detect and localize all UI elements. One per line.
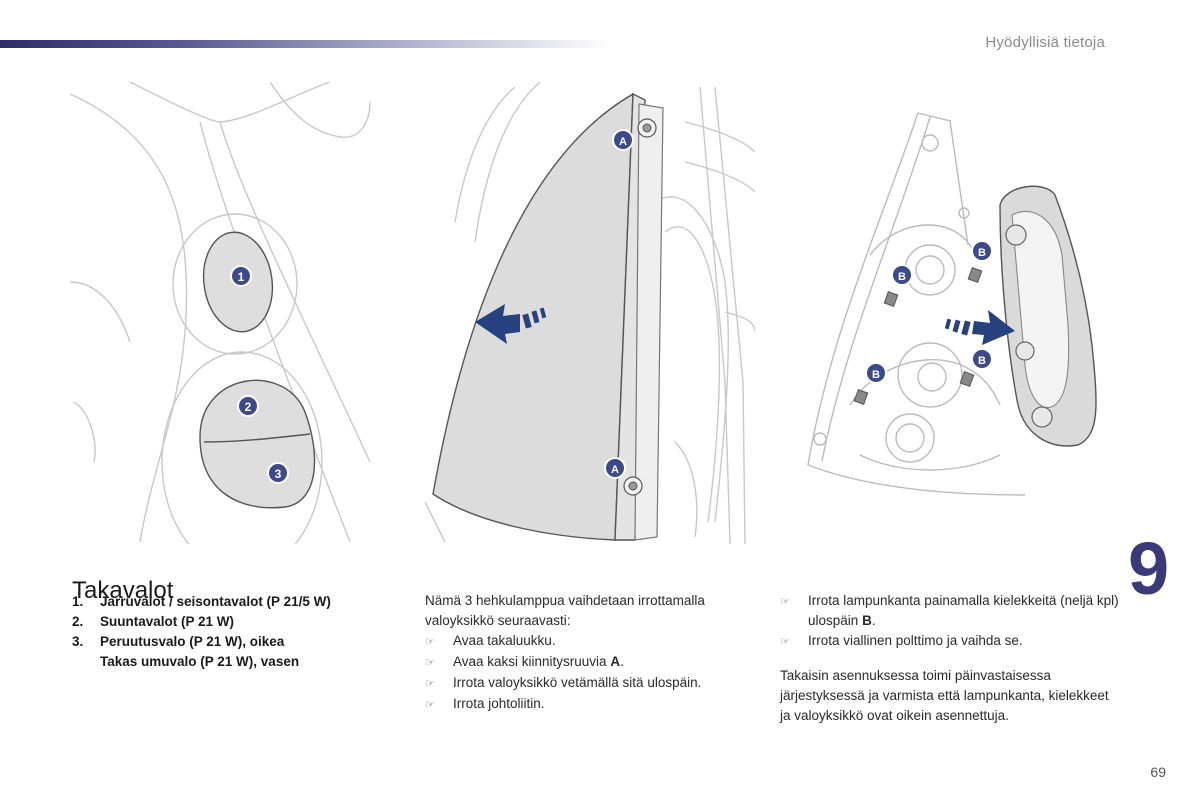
callout-3: 3	[267, 462, 289, 484]
step-text: Irrota johtoliitin.	[453, 696, 545, 711]
list-item-text: Takas umuvalo (P 21 W), vasen	[100, 654, 300, 669]
svg-text:A: A	[619, 136, 627, 148]
instructions-column-3: ☞ Irrota lampunkanta painamalla kielekke…	[780, 591, 1120, 726]
callout-B-4: B	[865, 362, 887, 384]
tail-light-illustration: 1 2 3	[70, 82, 371, 544]
callout-1: 1	[230, 265, 252, 287]
reassembly-note: Takaisin asennuksessa toimi päinvastaise…	[780, 668, 1109, 723]
hand-pointer-icon: ☞	[780, 636, 790, 648]
figure-tail-light-bulbs: 1 2 3	[70, 82, 375, 544]
light-unit-illustration: A A	[425, 82, 755, 544]
list-item-number: 2.	[72, 614, 84, 629]
section-header: Hyödyllisiä tietoja	[985, 34, 1105, 51]
step-item: ☞ Irrota johtoliitin.	[425, 694, 755, 715]
svg-text:B: B	[978, 355, 986, 367]
svg-text:A: A	[611, 464, 619, 476]
bulb-list: 1. Jarruvalot / seisontavalot (P 21/5 W)…	[72, 592, 402, 672]
step-item: ☞ Irrota valoyksikkö vetämällä sitä ulos…	[425, 673, 755, 694]
list-item-number: 3.	[72, 634, 84, 649]
callout-A-bottom: A	[604, 457, 626, 479]
step-text-after: .	[871, 613, 876, 628]
svg-text:B: B	[898, 271, 906, 283]
hand-pointer-icon: ☞	[425, 699, 435, 711]
callout-B-1: B	[891, 264, 913, 286]
page-title: Takavalot	[72, 576, 174, 604]
hand-pointer-icon: ☞	[425, 678, 435, 690]
hand-pointer-icon: ☞	[425, 657, 435, 669]
step-text: Irrota valoyksikkö vetämällä sitä ulospä…	[453, 675, 702, 690]
svg-text:1: 1	[238, 270, 245, 284]
list-item: 2. Suuntavalot (P 21 W)	[72, 612, 402, 632]
arrow-pull-out	[475, 304, 547, 344]
page-number: 69	[1150, 764, 1166, 780]
list-item-text: Peruutusvalo (P 21 W), oikea	[100, 634, 285, 649]
callout-2: 2	[237, 395, 259, 417]
list-item-number: 1.	[72, 594, 84, 609]
step-item: ☞ Avaa takaluukku.	[425, 631, 755, 652]
figure-light-unit-screws: A A	[425, 82, 755, 544]
list-item: 3. Peruutusvalo (P 21 W), oikea	[72, 632, 402, 652]
callout-B-3: B	[971, 348, 993, 370]
hand-pointer-icon: ☞	[780, 596, 790, 608]
step-list: ☞ Irrota lampunkanta painamalla kielekke…	[780, 591, 1120, 652]
step-text: Avaa takaluukku.	[453, 633, 556, 648]
hand-pointer-icon: ☞	[425, 636, 435, 648]
step-text-wrapper: Avaa kaksi kiinnitysruuvia A.	[453, 652, 755, 673]
list-item-text: Suuntavalot (P 21 W)	[100, 614, 235, 629]
chapter-number: 9	[1128, 527, 1170, 610]
step-text: Irrota viallinen polttimo ja vaihda se.	[808, 633, 1023, 648]
svg-text:B: B	[978, 247, 986, 259]
arrow-push-out	[944, 310, 1015, 345]
list-item-text: Jarruvalot / seisontavalot (P 21/5 W)	[100, 594, 331, 609]
step-text: Avaa kaksi kiinnitysruuvia	[453, 654, 607, 669]
step-item: ☞ Irrota viallinen polttimo ja vaihda se…	[780, 631, 1120, 652]
list-item-number	[72, 652, 100, 672]
list-item: Takas umuvalo (P 21 W), vasen	[72, 652, 402, 672]
step-text-after: .	[620, 654, 624, 669]
svg-text:3: 3	[275, 467, 282, 481]
step-bold-ref: A	[610, 654, 621, 669]
instructions-column-2: Nämä 3 hehkulamppua vaihdetaan irrottama…	[425, 591, 755, 715]
step-item: ☞ Avaa kaksi kiinnitysruuvia A.	[425, 652, 755, 673]
callout-A-top: A	[612, 129, 634, 151]
callout-B-2: B	[971, 240, 993, 262]
svg-text:2: 2	[245, 400, 252, 414]
step-text-wrapper: Irrota lampunkanta painamalla kielekkeit…	[808, 591, 1120, 631]
step-item: ☞ Irrota lampunkanta painamalla kielekke…	[780, 591, 1120, 631]
header-accent-bar	[0, 40, 610, 48]
step-list: ☞ Avaa takaluukku. ☞ Avaa kaksi kiinnity…	[425, 631, 755, 715]
intro-text: Nämä 3 hehkulamppua vaihdetaan irrottama…	[425, 593, 705, 628]
figure-lamp-holder-tabs: B B B B	[800, 105, 1100, 505]
step-bold-ref: B	[862, 613, 872, 628]
lamp-holder-illustration: B B B B	[807, 112, 1097, 496]
list-item: 1. Jarruvalot / seisontavalot (P 21/5 W)	[72, 592, 402, 612]
svg-text:B: B	[872, 369, 880, 381]
step-text: Irrota lampunkanta painamalla kielekkeit…	[808, 593, 1119, 628]
